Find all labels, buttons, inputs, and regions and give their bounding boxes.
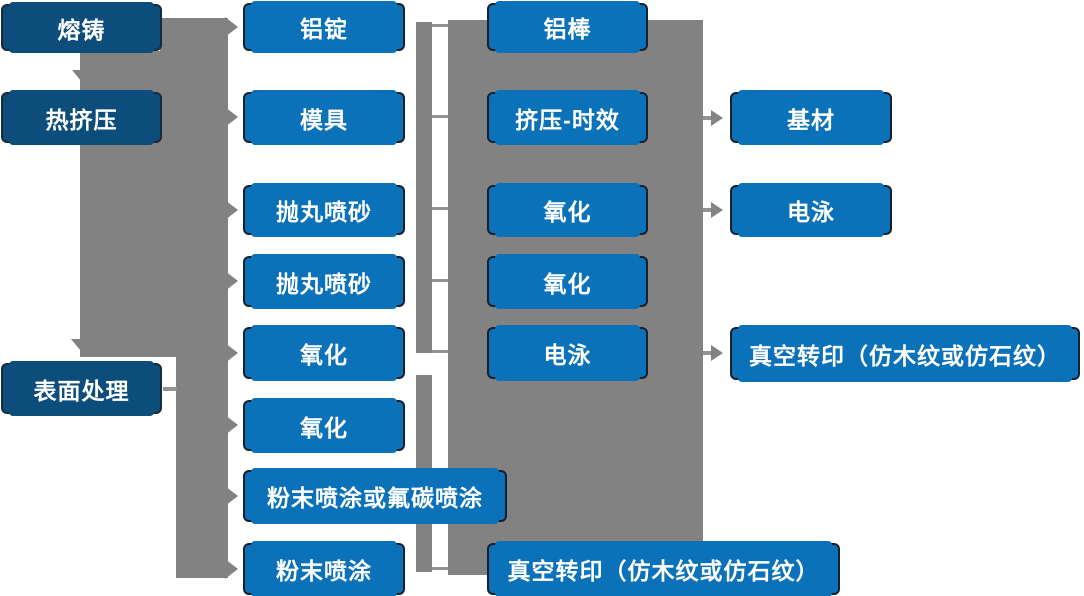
connector-band-lower <box>176 300 228 578</box>
node-electrophoresis-1: 电泳 <box>487 325 648 381</box>
node-surface-treatment: 表面处理 <box>1 361 162 416</box>
arrow-down-to-surface-treatment-icon <box>71 339 99 356</box>
node-vacuum-transfer-2: 真空转印（仿木纹或仿石纹） <box>730 325 1080 382</box>
node-al-rod: 铝棒 <box>487 1 648 53</box>
connector-tie-row2 <box>432 115 448 118</box>
node-shot-blast-1: 抛丸喷砂 <box>243 183 405 237</box>
node-base-material: 基材 <box>730 90 892 145</box>
connector-stub-surface-treatment <box>163 387 177 391</box>
connector-tie-row3 <box>432 207 448 210</box>
node-vacuum-transfer-1: 真空转印（仿木纹或仿石纹） <box>487 541 840 596</box>
connector-tie-row4 <box>432 279 448 282</box>
arrow-to-oxidation-2-icon <box>225 415 238 435</box>
connector-tie-row5 <box>432 350 448 353</box>
node-powder-or-fluorocarbon: 粉末喷涂或氟碳喷涂 <box>243 468 507 524</box>
arrow-tail-to-electrophoresis-2 <box>703 208 712 212</box>
node-al-ingot: 铝锭 <box>243 1 405 53</box>
connector-collector-bar-upper <box>416 22 432 353</box>
node-oxidation-2: 氧化 <box>243 398 405 453</box>
node-melt-cast: 熔铸 <box>1 2 162 53</box>
arrow-to-electrophoresis-2-icon <box>711 202 723 218</box>
node-powder-coating: 粉末喷涂 <box>243 541 405 596</box>
node-oxidation-1: 氧化 <box>243 325 405 381</box>
arrow-tail-to-vacuum-transfer-2 <box>703 351 712 355</box>
node-electrophoresis-2: 电泳 <box>730 183 892 237</box>
node-hot-extrusion: 热挤压 <box>1 90 162 145</box>
node-mold: 模具 <box>243 90 405 145</box>
arrow-to-powder-fluorocarbon-icon <box>225 486 238 506</box>
arrow-to-mold-icon <box>225 107 238 127</box>
arrow-to-powder-coating-icon <box>225 559 238 579</box>
arrow-to-vacuum-transfer-2-icon <box>711 345 723 361</box>
arrow-to-shot-blast-1-icon <box>225 200 238 220</box>
node-oxidation-3: 氧化 <box>487 183 648 237</box>
node-oxidation-4: 氧化 <box>487 254 648 309</box>
connector-tie-row1 <box>432 24 448 27</box>
node-shot-blast-2: 抛丸喷砂 <box>243 254 405 309</box>
arrow-to-base-material-icon <box>711 110 723 126</box>
arrow-to-al-ingot-icon <box>225 17 238 37</box>
arrow-down-to-hot-extrusion-icon <box>72 70 100 87</box>
arrow-to-shot-blast-2-icon <box>225 271 238 291</box>
arrow-to-oxidation-1-icon <box>225 343 238 363</box>
connector-tie-row8 <box>432 567 448 570</box>
arrow-tail-to-base-material <box>703 116 712 120</box>
node-extrusion-aging: 挤压-时效 <box>487 90 648 145</box>
